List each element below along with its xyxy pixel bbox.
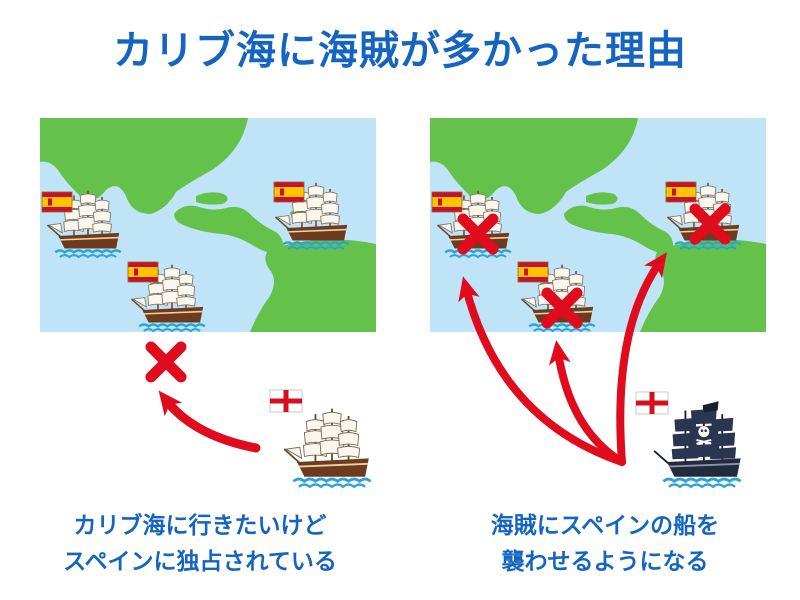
right-caption-line2: 襲わせるようになる bbox=[501, 549, 709, 575]
english-ship bbox=[269, 389, 373, 489]
english-flag-icon bbox=[269, 389, 303, 413]
spanish-flag-icon bbox=[665, 181, 697, 203]
arrow-icon bbox=[458, 276, 626, 466]
cross-mark-icon bbox=[151, 347, 181, 377]
right-caption-line1: 海賊にスペインの船を bbox=[490, 513, 720, 539]
left-map bbox=[40, 118, 376, 332]
page-title: カリブ海に海賊が多かった理由 bbox=[113, 28, 687, 74]
english-flag-icon bbox=[635, 391, 669, 415]
left-caption-line2: スペインに独占されている bbox=[63, 549, 337, 575]
spanish-flag-icon bbox=[431, 191, 463, 213]
left-caption: カリブ海に行きたいけど スペインに独占されている bbox=[20, 508, 380, 580]
spanish-flag-icon bbox=[127, 261, 159, 283]
spanish-flag-icon bbox=[273, 181, 305, 203]
right-caption: 海賊にスペインの船を 襲わせるようになる bbox=[420, 508, 790, 580]
pirate-ship bbox=[635, 391, 743, 489]
arrow-icon bbox=[158, 390, 261, 453]
spanish-flag-icon bbox=[517, 261, 549, 283]
left-caption-line1: カリブ海に行きたいけど bbox=[73, 513, 327, 539]
spanish-flag-icon bbox=[41, 191, 73, 213]
arrow-icon bbox=[548, 340, 626, 466]
arrow-icon bbox=[616, 252, 667, 466]
